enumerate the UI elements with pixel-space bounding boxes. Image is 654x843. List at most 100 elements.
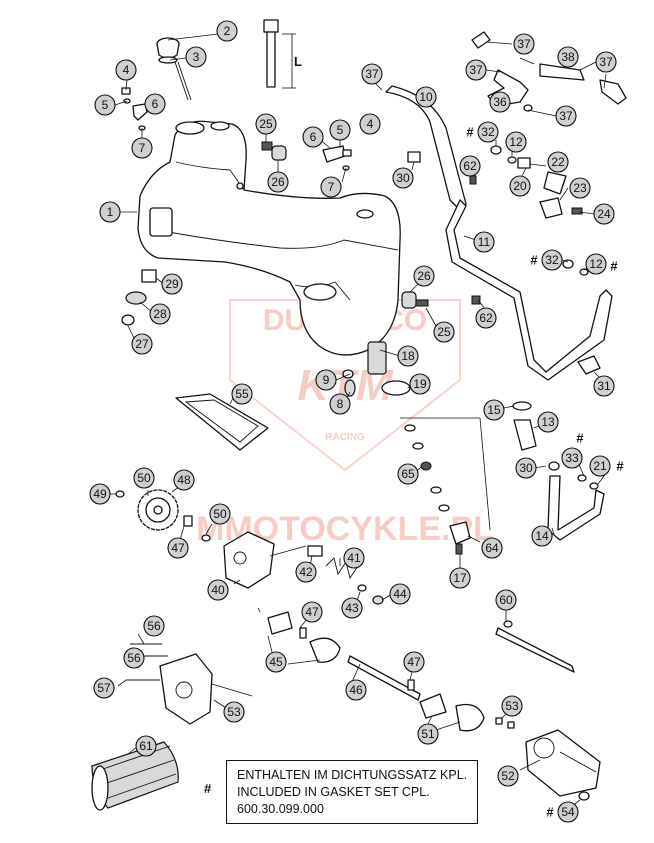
callout-19: 19 [409,373,431,395]
callout-37: 37 [513,33,535,55]
hash-mark: # [466,125,474,140]
callout-62: 62 [459,155,481,177]
callout-7: 7 [131,137,153,159]
svg-text:7: 7 [328,180,335,194]
callout-52: 52 [497,765,519,787]
callout-12: 12 [505,131,527,153]
svg-text:43: 43 [345,601,359,615]
callout-56: 56 [143,615,165,637]
callout-13: 13 [537,411,559,433]
svg-text:37: 37 [469,63,483,77]
svg-text:37: 37 [365,67,379,81]
callout-47: 47 [403,651,425,673]
svg-text:9: 9 [323,373,330,387]
svg-text:20: 20 [513,179,527,193]
pump-gear [115,489,211,542]
svg-text:50: 50 [137,471,151,485]
svg-text:19: 19 [413,377,427,391]
hash-mark: # [546,805,554,820]
fitting-left [121,87,148,131]
callout-62: 62 [475,307,497,329]
dimension-label: L [294,54,302,69]
callout-50: 50 [133,467,155,489]
fuel-tank [137,120,401,356]
callout-42: 42 [295,561,317,583]
svg-text:6: 6 [152,97,159,111]
svg-text:37: 37 [599,55,613,69]
svg-text:15: 15 [487,403,501,417]
callout-8: 8 [329,393,351,415]
seal-stack [400,417,491,555]
callout-5: 5 [94,94,116,116]
callout-33: 33 [561,447,583,469]
callout-4: 4 [115,59,137,81]
oil-pump-52 [495,717,601,801]
callout-65: 65 [397,463,419,485]
svg-text:47: 47 [407,655,421,669]
pump-housing [223,531,307,589]
callout-21: 21 [589,455,611,477]
callout-47: 47 [301,601,323,623]
svg-text:64: 64 [485,541,499,555]
svg-text:45: 45 [269,655,283,669]
hash-mark: # [576,431,584,446]
tank-mount-parts [121,269,157,326]
svg-text:56: 56 [147,619,161,633]
svg-text:25: 25 [259,117,273,131]
callout-28: 28 [149,303,171,325]
callout-14: 14 [531,525,553,547]
svg-text:25: 25 [437,325,451,339]
callout-61: 61 [135,735,157,757]
svg-text:27: 27 [135,337,149,351]
legend-line-de: ENTHALTEN IM DICHTUNGSSATZ KPL. [237,768,468,782]
callout-32: 32 [541,249,563,271]
svg-text:53: 53 [227,705,241,719]
callout-26: 26 [267,171,289,193]
svg-text:57: 57 [97,681,111,695]
svg-text:37: 37 [559,109,573,123]
callout-64: 64 [481,537,503,559]
svg-text:41: 41 [347,551,361,565]
callout-22: 22 [547,151,569,173]
callout-53: 53 [223,701,245,723]
oil-hose-13 [512,401,537,451]
callout-56: 56 [123,647,145,669]
svg-text:21: 21 [593,459,607,473]
callouts: 2 3 4 5 6 7 1 25 26 37 10 6 5 4 7 30 37 … [89,20,617,823]
svg-text:46: 46 [349,683,363,697]
callout-25: 25 [255,113,277,135]
svg-text:53: 53 [505,699,519,713]
callout-5: 5 [329,119,351,141]
svg-text:22: 22 [551,155,565,169]
callout-20: 20 [509,175,531,197]
callout-18: 18 [397,345,419,367]
callout-47: 47 [167,537,189,559]
filler-cap [156,37,192,101]
callout-1: 1 [99,201,121,223]
callout-37: 37 [465,59,487,81]
svg-text:65: 65 [401,467,415,481]
legend-hash-marker: # [204,781,212,796]
legend-part-number: 600.30.099.000 [237,802,324,816]
svg-text:28: 28 [153,307,167,321]
svg-text:11: 11 [478,235,491,249]
callout-10: 10 [415,86,437,108]
callout-12: 12 [585,253,607,275]
callout-2: 2 [216,20,238,42]
svg-text:54: 54 [561,805,575,819]
callout-38: 38 [557,46,579,68]
svg-text:8: 8 [337,397,344,411]
callout-48: 48 [173,469,195,491]
fuel-hose-set [471,31,627,112]
dipstick-bolt: L [263,19,302,89]
svg-text:30: 30 [396,171,410,185]
pump-rotors-45 [257,607,341,663]
svg-text:6: 6 [310,130,317,144]
svg-text:12: 12 [589,257,603,271]
svg-text:62: 62 [463,159,477,173]
callout-60: 60 [495,589,517,611]
callout-43: 43 [341,597,363,619]
callout-7: 7 [320,176,342,198]
callout-29: 29 [161,273,183,295]
shaft-60 [495,620,575,673]
